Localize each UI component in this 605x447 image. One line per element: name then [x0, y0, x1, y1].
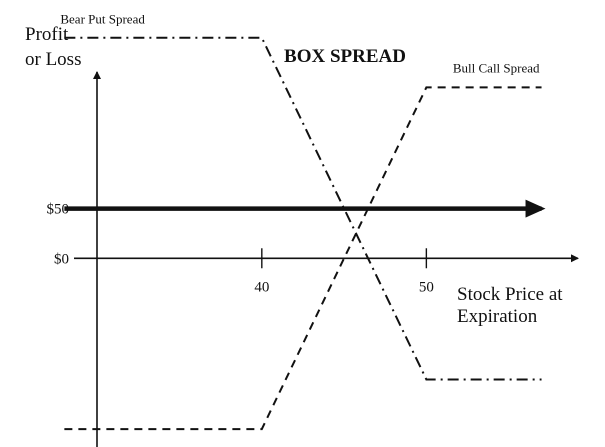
y-tick-label-0: $0 [54, 251, 69, 267]
series-label-bull-call-spread: Bull Call Spread [453, 60, 540, 75]
series-line-bear-put-spread [64, 36, 542, 381]
chart-title: BOX SPREAD [284, 46, 406, 67]
y-axis-label-line-2: or Loss [25, 49, 81, 70]
x-tick-label-40: 40 [254, 279, 269, 295]
series-group [64, 36, 546, 431]
series-label-bear-put-spread: Bear Put Spread [60, 12, 145, 27]
series-line-bull-call-spread [64, 86, 542, 431]
x-axis-label-line-1: Stock Price at [457, 284, 563, 305]
x-axis-label-line-2: Expiration [457, 306, 538, 327]
y-axis-label-line-1: Profit [25, 24, 69, 45]
x-tick-label-50: 50 [419, 279, 434, 295]
ticks-group: 40 50 $0 $50 [47, 202, 434, 296]
y-tick-label-50: $50 [47, 202, 70, 218]
